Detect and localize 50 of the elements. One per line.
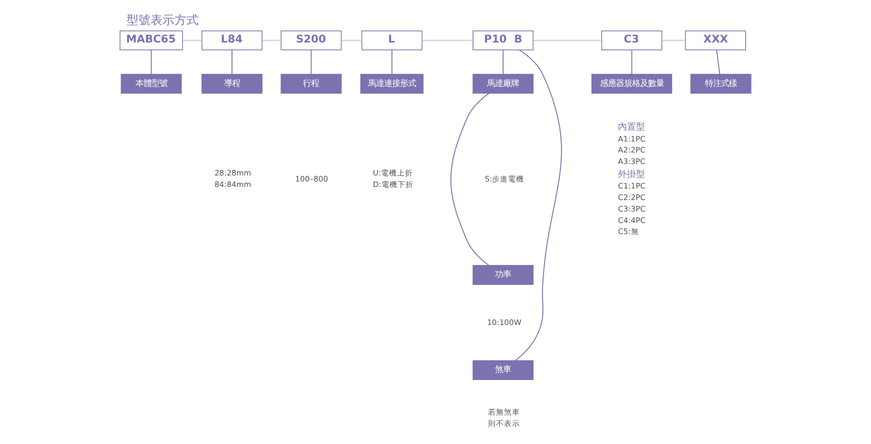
connector	[450, 92, 490, 266]
label: 則不表示	[488, 419, 520, 428]
node-box: L	[361, 30, 422, 50]
node-box: 本體型號	[120, 74, 182, 94]
connector	[631, 50, 632, 75]
label: 若無煞車	[488, 408, 520, 417]
node-box: 導程	[202, 74, 262, 94]
label: U:電機上折	[372, 168, 414, 178]
label: S:步進電機	[484, 174, 524, 184]
node-box: C3	[601, 30, 662, 50]
connector	[515, 49, 562, 361]
node-box: P10 B	[472, 30, 534, 50]
label: 28:28mm	[214, 168, 252, 178]
connector	[502, 50, 504, 75]
connector	[391, 50, 392, 75]
connector	[310, 50, 312, 75]
connector	[150, 50, 152, 75]
label: 84:84mm	[214, 180, 252, 189]
connector	[341, 40, 362, 41]
label: 10:100W	[487, 318, 522, 327]
label: D:電機下折	[372, 180, 414, 189]
label: A3:3PC	[618, 157, 646, 166]
label: C3:3PC	[618, 204, 646, 214]
label: C2:2PC	[618, 192, 646, 202]
label: A2:2PC	[618, 146, 646, 155]
label: C1:1PC	[618, 181, 646, 190]
node-box: 功率	[472, 265, 534, 285]
node-box: 特注式樣	[690, 74, 752, 94]
label: 外掛型	[618, 170, 646, 180]
node-box: 煞車	[472, 360, 534, 380]
connector	[716, 50, 720, 75]
connector	[422, 40, 474, 41]
label: A1:1PC	[618, 134, 646, 144]
node-box: 行程	[280, 74, 342, 94]
label: C4:4PC	[618, 216, 646, 225]
diagram-title: 型號表示方式	[126, 12, 198, 27]
node-box: 感應器規格及數量	[591, 74, 672, 94]
node-box: MABC65	[120, 30, 183, 50]
label: C5:無	[618, 227, 639, 236]
connector	[262, 40, 282, 41]
node-box: 馬達連接形式	[360, 74, 424, 94]
node-box: XXX	[685, 30, 746, 50]
connector	[661, 40, 686, 41]
connector	[532, 40, 602, 41]
node-box: S200	[280, 30, 342, 50]
label: 內置型	[618, 122, 646, 133]
label: 100–800	[295, 174, 328, 184]
node-box: 馬達廠牌	[472, 74, 534, 94]
node-box: L84	[202, 30, 262, 50]
connector	[182, 40, 202, 41]
